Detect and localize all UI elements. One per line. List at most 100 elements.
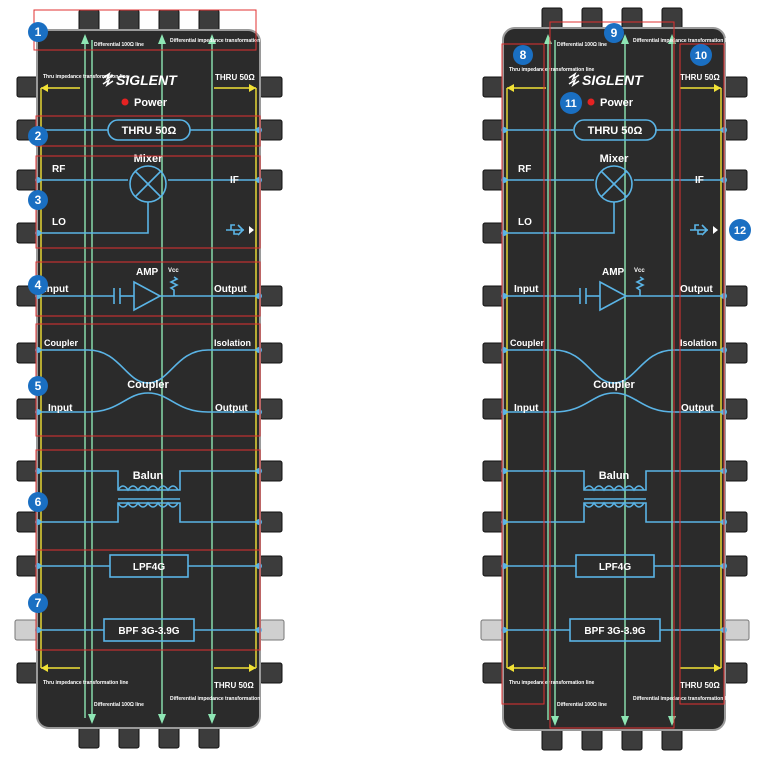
- sma-connector-icon: [724, 398, 748, 420]
- svg-text:1: 1: [35, 25, 42, 39]
- svg-text:4: 4: [35, 278, 42, 292]
- sma-connector-icon: [661, 7, 683, 31]
- amp-input-label: Input: [514, 284, 539, 295]
- callout-5: 5: [28, 376, 48, 396]
- sma-connector-icon: [724, 76, 748, 98]
- callout-12: 12: [729, 219, 751, 241]
- sma-connector-icon: [259, 342, 283, 364]
- siglent-logo: SIGLENT: [102, 72, 178, 88]
- sma-connector-icon: [724, 555, 748, 577]
- mixer-label: Mixer: [134, 153, 163, 165]
- callouts: 1 2 3 4 5 6 7 8 9 10 11 12: [28, 22, 751, 613]
- arrow-icon: [507, 664, 514, 672]
- sma-connector-icon: [724, 285, 748, 307]
- brand-logo-text: SIGLENT: [116, 72, 178, 88]
- thru-corner-bottom: THRU 50Ω: [214, 681, 254, 690]
- right-board-traces: [501, 127, 727, 633]
- sma-connector-icon: [581, 7, 603, 31]
- lpf-box: [575, 554, 655, 578]
- callout-3: 3: [28, 190, 48, 210]
- amp-label: AMP: [602, 267, 625, 278]
- thru-pill: [107, 119, 191, 141]
- arrow-icon: [714, 664, 721, 672]
- svg-text:10: 10: [695, 50, 707, 62]
- thru-corner-bottom: THRU 50Ω: [680, 681, 720, 690]
- sma-connector-icon: [259, 119, 283, 141]
- sma-connector-icon: [78, 725, 100, 749]
- sma-connector-icon: [16, 662, 40, 684]
- sma-connector-icon: [158, 9, 180, 33]
- right-board-highlights: [501, 21, 725, 729]
- diff-imp-top: Differential impedance transformation li…: [170, 38, 271, 44]
- callout-8: 8: [513, 45, 533, 65]
- sma-connector-icon: [724, 619, 750, 641]
- power-label: Power: [600, 97, 634, 109]
- sma-connector-icon: [724, 119, 748, 141]
- callout-1: 1: [28, 22, 48, 42]
- power-led-icon: [121, 98, 129, 106]
- sma-connector-icon: [158, 725, 180, 749]
- sma-connector-icon: [259, 555, 283, 577]
- arrow-icon: [81, 34, 89, 44]
- bpf-label: BPF 3G-3.9G: [118, 626, 179, 637]
- sma-connector-icon: [259, 511, 283, 533]
- sma-connector-icon: [724, 169, 748, 191]
- amplifier-triangle-icon: [599, 280, 628, 312]
- svg-text:11: 11: [565, 98, 577, 110]
- arrow-icon: [714, 84, 721, 92]
- siglent-logo: SIGLENT: [568, 72, 644, 88]
- arrow-icon: [208, 714, 216, 724]
- right-board: SIGLENT Power THRU 50Ω Differential 100Ω…: [480, 7, 750, 751]
- thru-imp-bottom: Thru impedance transformation line: [43, 680, 129, 686]
- thru-corner-top: THRU 50Ω: [680, 73, 720, 82]
- svg-text:12: 12: [734, 225, 746, 237]
- left-board-vertical-lines: [40, 34, 257, 724]
- bpf-box: [569, 618, 661, 642]
- inductor-coil-icon: [117, 501, 179, 508]
- inductor-coil-icon: [583, 501, 645, 508]
- arrow-icon: [41, 664, 48, 672]
- arrow-icon: [551, 716, 559, 726]
- diff-100-bottom: Differential 100Ω line: [94, 702, 144, 708]
- usb-icon: [226, 224, 254, 236]
- sma-connector-icon: [118, 9, 140, 33]
- lpf-box: [109, 554, 189, 578]
- arrow-icon: [621, 716, 629, 726]
- power-led-icon: [587, 98, 595, 106]
- sma-connector-icon: [541, 727, 563, 751]
- sma-connector-icon: [581, 727, 603, 751]
- diff-100-top: Differential 100Ω line: [94, 42, 144, 48]
- isolation-label: Isolation: [680, 338, 717, 348]
- lpf-label: LPF4G: [599, 562, 631, 573]
- lpf-label: LPF4G: [133, 562, 165, 573]
- callout-10: 10: [690, 44, 712, 66]
- diff-100-bottom: Differential 100Ω line: [557, 702, 607, 708]
- left-board-connectors: [14, 9, 285, 749]
- vcc-label: Vcc: [168, 268, 179, 274]
- sma-connector-icon: [118, 725, 140, 749]
- arrow-icon: [158, 34, 166, 44]
- callout-9: 9: [604, 23, 624, 43]
- arrow-icon: [621, 34, 629, 44]
- thru-label: THRU 50Ω: [588, 125, 643, 137]
- sma-connector-icon: [621, 727, 643, 751]
- sma-connector-icon: [259, 398, 283, 420]
- sma-connector-icon: [724, 460, 748, 482]
- bpf-box: [103, 618, 195, 642]
- callout-6: 6: [28, 492, 48, 512]
- sma-connector-icon: [661, 727, 683, 751]
- sma-connector-icon: [78, 9, 100, 33]
- vcc-label: Vcc: [634, 268, 645, 274]
- coupler-input-label: Input: [514, 403, 539, 414]
- amp-label: AMP: [136, 267, 159, 278]
- sma-connector-icon: [724, 342, 748, 364]
- thru-imp-bottom: Thru impedance transformation line: [509, 680, 595, 686]
- diff-imp-top: Differential impedance transformation li…: [633, 38, 734, 44]
- coupler-port-label: Coupler: [44, 338, 78, 348]
- amp-input-label: Input: [44, 284, 69, 295]
- if-label: IF: [230, 175, 239, 186]
- inductor-coil-icon: [583, 485, 645, 492]
- thru-imp-top: Thru impedance transformation line: [43, 74, 129, 80]
